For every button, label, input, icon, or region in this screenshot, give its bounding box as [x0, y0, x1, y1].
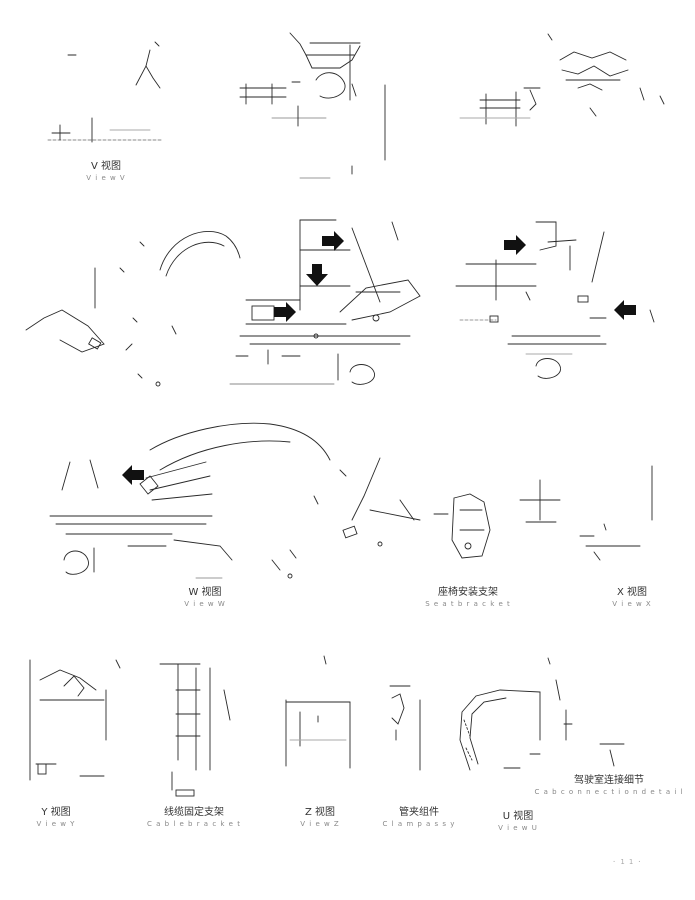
cable-bracket-drawing [159, 663, 231, 797]
caption-view-z-zh: Z 视图 [304, 807, 336, 818]
caption-cab-detail-zh: 驾驶室连接细节 [574, 775, 644, 786]
view-u-drawing [459, 689, 541, 771]
direction-arrow-w [122, 465, 144, 485]
caption-view-u-zh: U 视图 [502, 811, 534, 822]
caption-clamp: 管夹组件 C l a m p a s s y [364, 806, 474, 829]
view-w-drawing [49, 422, 421, 579]
caption-cab-detail-en: C a b c o n n e c t i o n d e t a i l [534, 788, 684, 796]
caption-clamp-zh: 管夹组件 [399, 807, 439, 818]
caption-cable-bracket-zh: 线缆固定支架 [164, 807, 224, 818]
seat-bracket-drawing [433, 493, 491, 559]
caption-view-z: Z 视图 V i e w Z [280, 806, 360, 829]
caption-view-w: W 视图 V i e w W [160, 586, 250, 609]
caption-view-v-en: V i e w V [86, 174, 126, 182]
caption-view-y-en: V i e w Y [36, 820, 76, 828]
caption-view-x: X 视图 V i e w X [592, 586, 672, 609]
caption-cable-bracket-en: C a b l e b r a c k e t [147, 820, 241, 828]
caption-view-w-zh: W 视图 [188, 587, 222, 598]
caption-clamp-en: C l a m p a s s y [382, 820, 456, 828]
caption-view-v-zh: V 视图 [90, 161, 122, 172]
direction-arrows-center [274, 231, 344, 322]
caption-seat-bracket-en: S e a t b r a c k e t [425, 600, 511, 608]
view-z-drawing [285, 655, 351, 769]
boom-arm-left [25, 231, 241, 387]
view-x-drawing [519, 465, 653, 561]
frame-detail-mid-right [455, 221, 655, 379]
caption-cab-detail: 驾驶室连接细节 C a b c o n n e c t i o n d e t … [534, 774, 684, 797]
clamp-drawing [389, 685, 421, 771]
direction-arrows-right [504, 235, 636, 320]
caption-seat-bracket: 座椅安装支架 S e a t b r a c k e t [408, 586, 528, 609]
cab-detail-drawing [547, 657, 625, 767]
caption-view-y: Y 视图 V i e w Y [16, 806, 96, 829]
frame-detail-top-center [239, 32, 386, 179]
view-y-drawing [29, 659, 121, 781]
caption-view-u: U 视图 V i e w U [478, 810, 558, 833]
page-number: · 1 1 · [612, 858, 642, 866]
caption-view-u-en: V i e w U [498, 824, 538, 832]
caption-view-x-en: V i e w X [612, 600, 652, 608]
view-v-drawing [47, 41, 163, 143]
caption-view-x-zh: X 视图 [616, 587, 648, 598]
cab-frame-center [229, 219, 421, 385]
caption-view-w-en: V i e w W [184, 600, 226, 608]
frame-detail-top-right [459, 33, 665, 127]
caption-view-v: V 视图 V i e w V [66, 160, 146, 183]
caption-view-z-en: V i e w Z [300, 820, 340, 828]
caption-seat-bracket-zh: 座椅安装支架 [438, 587, 498, 598]
caption-cable-bracket: 线缆固定支架 C a b l e b r a c k e t [124, 806, 264, 829]
caption-view-y-zh: Y 视图 [41, 807, 71, 818]
